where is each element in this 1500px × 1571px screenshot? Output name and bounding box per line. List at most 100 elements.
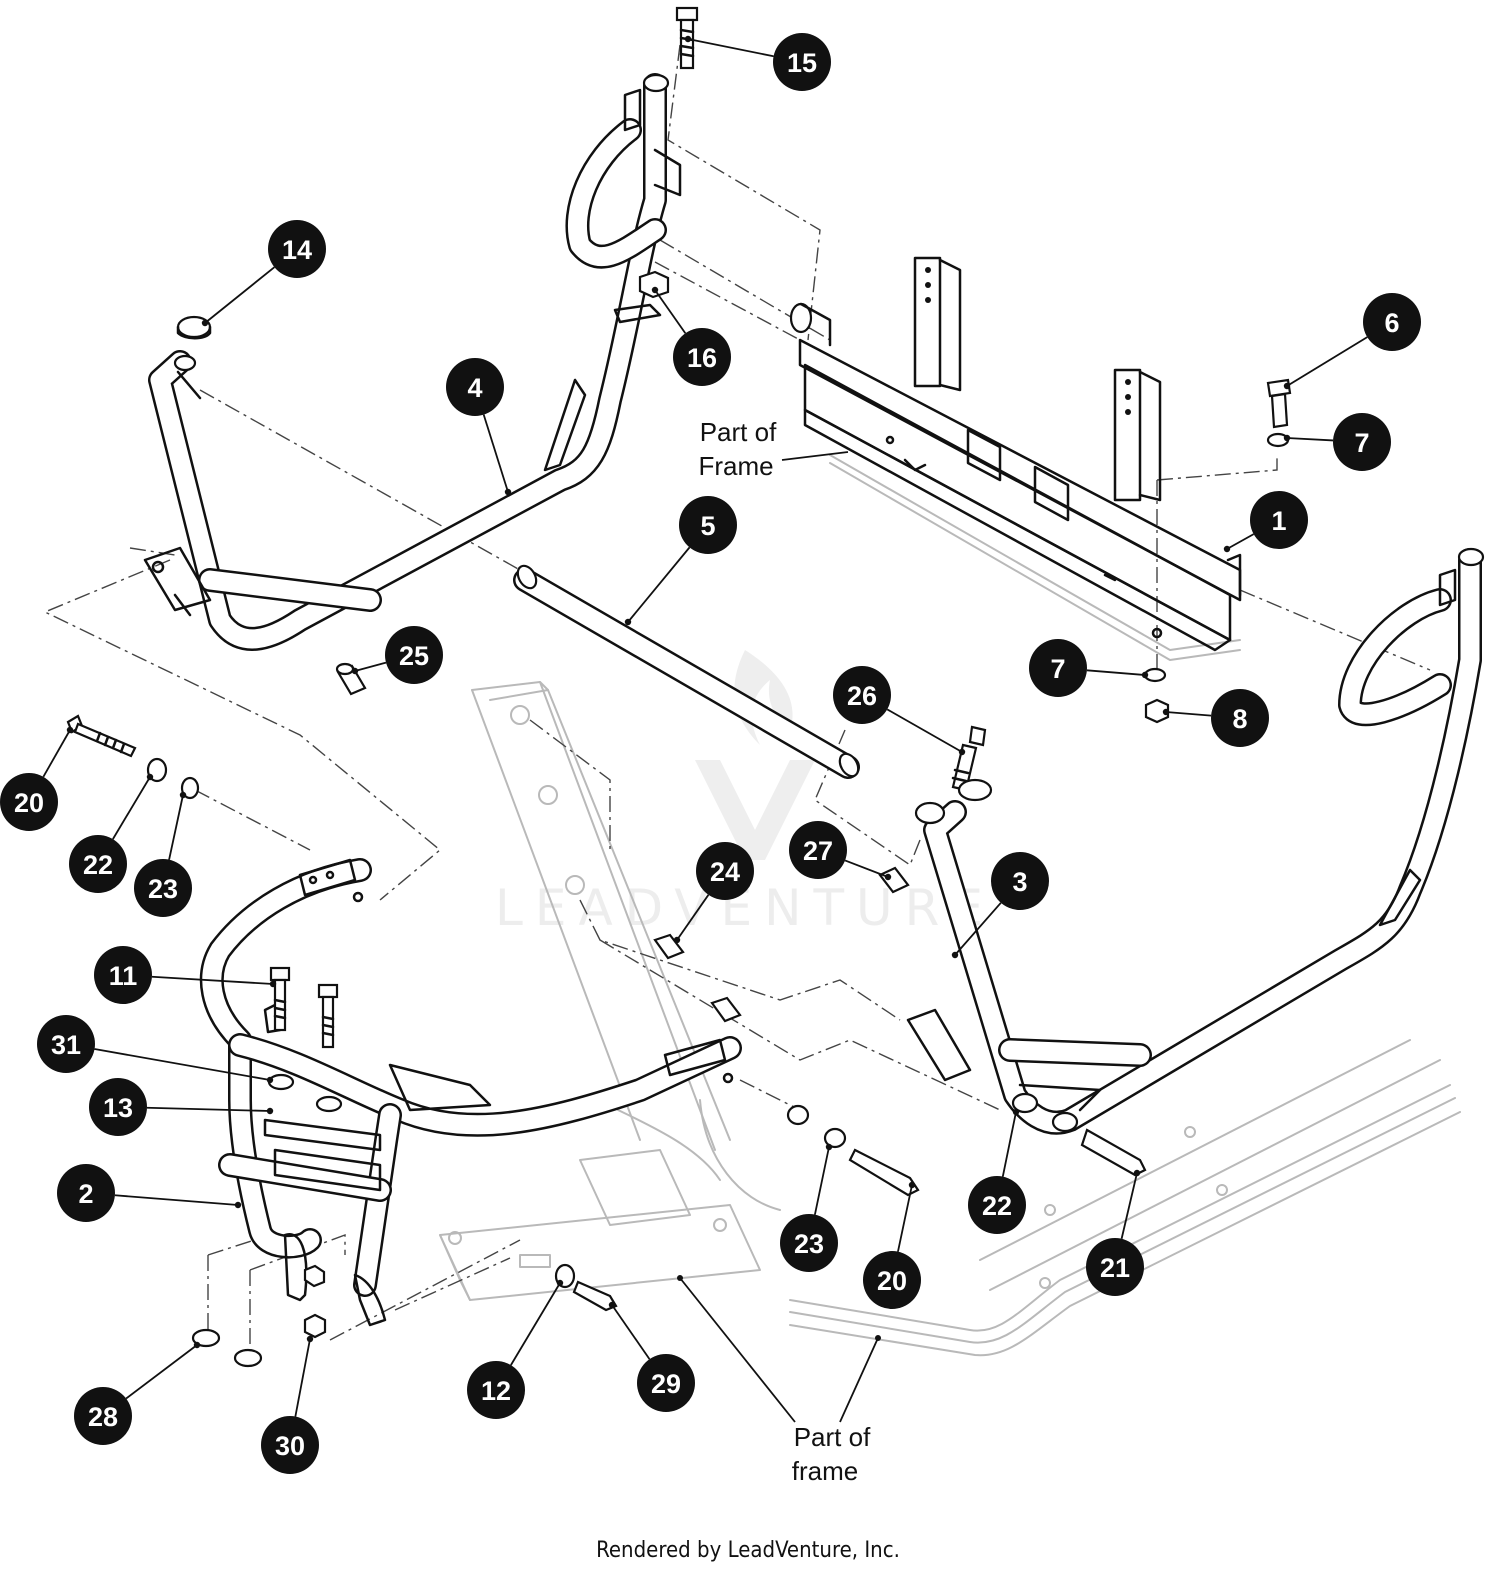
callout-6: 6: [1363, 293, 1421, 351]
callout-leader-27: [844, 859, 889, 878]
callout-circle: [89, 1078, 147, 1136]
callout-label: 22: [982, 1191, 1012, 1221]
callout-leader-dot-12: [556, 1279, 564, 1287]
callout-leader-5: [627, 546, 691, 623]
part-4-left-hoop: [143, 73, 682, 651]
callout-label: 22: [83, 850, 113, 880]
part-25-spacer: [335, 662, 367, 696]
callout-23: 23: [780, 1214, 838, 1272]
footer-credit: Rendered by LeadVenture, Inc.: [596, 1538, 900, 1563]
callout-leader-21: [1120, 1172, 1138, 1239]
callout-leader-2: [114, 1194, 239, 1206]
callout-circle: [780, 1214, 838, 1272]
callout-23: 23: [134, 859, 192, 917]
callout-leader-4: [482, 414, 509, 493]
callout-leader-dot-13: [266, 1107, 274, 1115]
callout-leader-14: [204, 266, 275, 324]
ghost-frame-right-rail: [789, 1039, 1461, 1357]
callout-label: 20: [877, 1266, 907, 1296]
callout-leader-25: [354, 661, 387, 672]
callout-label: 21: [1100, 1253, 1130, 1283]
callout-circle: [1250, 491, 1308, 549]
callout-circle: [1211, 689, 1269, 747]
callout-leader-dot-16: [651, 286, 659, 294]
callout-13: 13: [89, 1078, 147, 1136]
callout-leader-dot-22: [146, 773, 154, 781]
callout-22: 22: [69, 835, 127, 893]
callout-leader-dot-26: [958, 748, 966, 756]
callout-leader-dot-4: [504, 488, 512, 496]
callout-label: 20: [14, 788, 44, 818]
callout-leader-dot-25: [351, 667, 359, 675]
part-31-13-washers: [267, 1073, 343, 1113]
callout-label: 25: [399, 641, 429, 671]
callout-leader-dot-28: [193, 1341, 201, 1349]
callout-circle: [637, 1354, 695, 1412]
callout-leader-dot-20: [66, 726, 74, 734]
callout-leader-dot-6: [1283, 382, 1291, 390]
part-5-cross-tube: [513, 564, 860, 779]
callout-1: 1: [1250, 491, 1308, 549]
callout-label: 26: [847, 681, 877, 711]
callout-leader-24: [676, 894, 710, 941]
callout-5: 5: [679, 496, 737, 554]
callout-leader-dot-21: [1133, 1169, 1141, 1177]
callout-circle: [1333, 413, 1391, 471]
callout-circle: [833, 666, 891, 724]
callout-label: 6: [1384, 308, 1399, 338]
callout-leader-22: [112, 776, 151, 840]
callout-label: 8: [1232, 704, 1247, 734]
callout-leader-8: [1165, 711, 1212, 717]
part-28-30-nuts: [191, 1264, 327, 1368]
note-top-line2: Frame: [698, 451, 773, 481]
callout-leader-dot-27: [884, 873, 892, 881]
part-20-23-center-hardware: [786, 1104, 920, 1197]
callout-circle: [57, 1164, 115, 1222]
callout-circle: [268, 220, 326, 278]
callout-leader-dot-3: [951, 951, 959, 959]
callout-leader-11: [151, 975, 274, 985]
callout-31: 31: [37, 1015, 95, 1073]
callout-leader-dot-29: [608, 1301, 616, 1309]
callout-leader-7: [1086, 669, 1146, 676]
part-3-right-hoop: [906, 547, 1485, 1135]
callout-2: 2: [57, 1164, 115, 1222]
callout-leader-dot-5: [624, 618, 632, 626]
callout-27: 27: [789, 821, 847, 879]
callout-21: 21: [1086, 1238, 1144, 1296]
callout-leader-dot-8: [1162, 708, 1170, 716]
callout-leader-22: [1001, 1111, 1017, 1177]
callout-circle: [467, 1361, 525, 1419]
callout-leader-26: [886, 708, 963, 753]
callout-label: 15: [787, 48, 817, 78]
callout-label: 27: [803, 836, 833, 866]
callout-leaders: [42, 35, 1368, 1417]
note-part-of-frame-bottom: Part of frame: [677, 1275, 881, 1486]
callout-leader-dot-20: [908, 1181, 916, 1189]
note-bottom-line2: frame: [792, 1456, 858, 1486]
callout-15: 15: [773, 33, 831, 91]
part-20-22-23-left-hardware: [66, 714, 200, 800]
callout-leader-dot-7: [1283, 434, 1291, 442]
callout-circle: [789, 821, 847, 879]
callout-24: 24: [696, 842, 754, 900]
callout-leader-dot-31: [266, 1076, 274, 1084]
part-6-7-8-hardware: [1143, 378, 1292, 724]
callout-20: 20: [863, 1251, 921, 1309]
callout-circle: [261, 1416, 319, 1474]
ghost-frame-center: [439, 681, 781, 1301]
callout-circle: [0, 773, 58, 831]
callout-leader-dot-2: [234, 1201, 242, 1209]
callout-29: 29: [637, 1354, 695, 1412]
callout-leader-12: [510, 1282, 561, 1366]
callout-leader-dot-7: [1141, 671, 1149, 679]
callout-16: 16: [673, 328, 731, 386]
callout-circle: [1029, 639, 1087, 697]
callout-22: 22: [968, 1176, 1026, 1234]
callout-circle: [991, 852, 1049, 910]
callout-leader-15: [687, 38, 774, 58]
callout-label: 28: [88, 1402, 118, 1432]
callout-8: 8: [1211, 689, 1269, 747]
